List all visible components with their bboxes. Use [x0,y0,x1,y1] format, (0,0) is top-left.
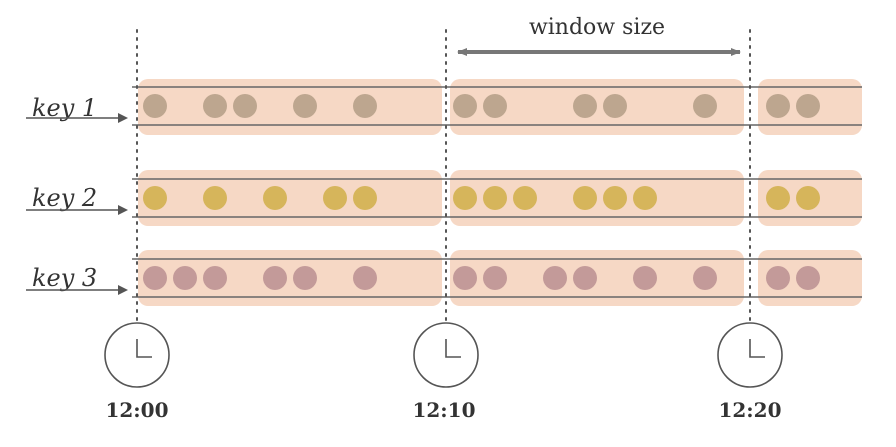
clock-icon [104,322,170,388]
window-box [450,79,744,135]
event-dot [353,94,377,118]
event-dot [693,266,717,290]
window-box [138,250,442,306]
clocks [104,322,783,388]
window-size-label: window size [529,15,665,40]
event-dot [293,94,317,118]
event-dot [513,186,537,210]
event-dot [453,94,477,118]
clock-hands [445,339,461,358]
event-dot [203,266,227,290]
time-label-1: 12:00 [105,398,168,422]
events-layer [143,94,820,290]
event-dot [603,94,627,118]
event-dot [543,266,567,290]
event-dot [573,94,597,118]
event-dot [143,94,167,118]
event-dot [483,94,507,118]
event-dot [323,186,347,210]
event-dot [353,266,377,290]
window-size-indicator: window size [457,15,741,56]
event-dot [633,186,657,210]
event-dot [796,266,820,290]
event-dot [483,266,507,290]
event-dot [766,186,790,210]
key-input-arrowhead [118,205,128,215]
event-dot [633,266,657,290]
clock-icon [413,322,479,388]
event-dot [143,186,167,210]
event-dot [796,94,820,118]
event-dot [483,186,507,210]
event-dot [293,266,317,290]
key-label-2: key 2 [32,184,97,212]
time-label-2: 12:10 [412,398,475,422]
event-dot [203,186,227,210]
stream-lines-layer [132,86,862,298]
key-input-arrowhead [118,113,128,123]
clock-icon [717,322,783,388]
event-dot [233,94,257,118]
event-dot [203,94,227,118]
event-dot [453,266,477,290]
event-dot [796,186,820,210]
window-boundaries [136,29,751,321]
event-dot [693,94,717,118]
clock-hands [749,339,765,358]
event-dot [573,186,597,210]
event-dot [173,266,197,290]
event-dot [263,186,287,210]
window-box [138,170,442,226]
time-labels: 12:00 12:10 12:20 [105,398,781,422]
event-dot [573,266,597,290]
event-dot [603,186,627,210]
event-dot [766,94,790,118]
event-dot [353,186,377,210]
key-input-arrowhead [118,285,128,295]
event-dot [263,266,287,290]
key-label-3: key 3 [32,264,97,292]
key-labels: key 1 key 2 key 3 [26,94,128,295]
event-dot [766,266,790,290]
window-box [138,79,442,135]
event-dot [453,186,477,210]
clock-hands [136,339,152,358]
time-label-3: 12:20 [718,398,781,422]
event-dot [143,266,167,290]
